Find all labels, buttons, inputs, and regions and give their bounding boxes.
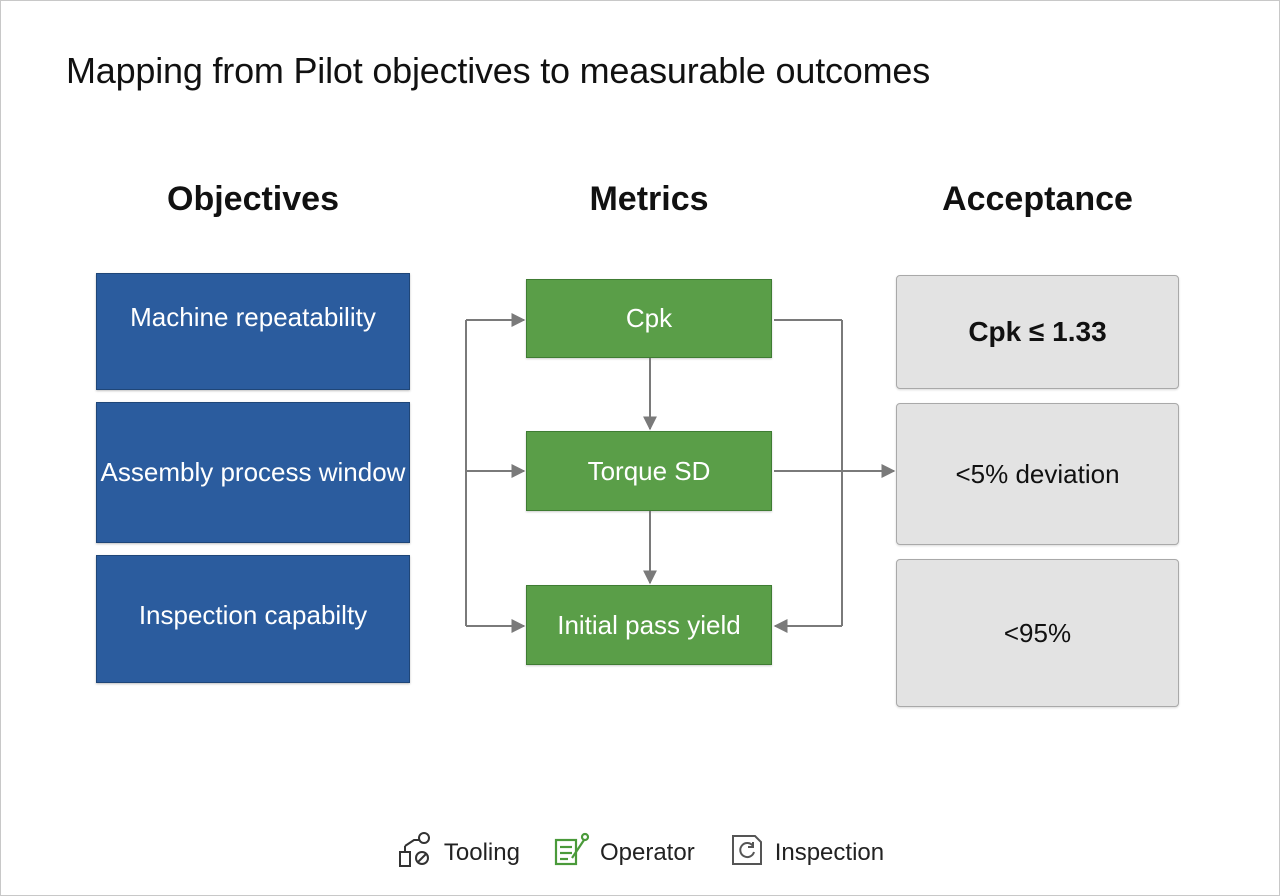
acceptance-header: Acceptance <box>942 180 1133 218</box>
acceptance-label: <5% deviation <box>955 458 1120 489</box>
acceptance-yield: <95% <box>896 559 1179 707</box>
metric-cpk: Cpk <box>526 279 772 358</box>
metric-label: Initial pass yield <box>557 609 741 640</box>
objective-label: Assembly process window <box>100 457 406 487</box>
diagram-title: Mapping from Pilot objectives to measura… <box>66 50 931 91</box>
legend-item-operator: Operator <box>552 830 695 875</box>
acceptance-cpk: Cpk ≤ 1.33 <box>896 275 1179 389</box>
acceptance-label: Cpk ≤ 1.33 <box>968 316 1107 347</box>
legend-item-inspection: Inspection <box>727 830 884 875</box>
metric-label: Cpk <box>625 303 673 333</box>
objectives-header: Objectives <box>167 180 339 218</box>
metric-label: Torque SD <box>587 455 711 486</box>
metric-torque-sd: Torque SD <box>526 431 772 511</box>
acceptance-deviation: <5% deviation <box>896 403 1179 545</box>
objective-label: Machine repeatability <box>130 302 376 332</box>
legend-item-tooling: Tooling <box>396 830 520 875</box>
tooling-icon <box>396 830 436 875</box>
legend-label: Inspection <box>774 838 885 866</box>
legend: Tooling Operator <box>0 830 1280 875</box>
objective-inspection-capability: Inspection capabilty <box>96 555 410 683</box>
objective-label: Inspection capabilty <box>138 599 368 630</box>
objective-machine-repeatability: Machine repeatability <box>96 273 410 390</box>
legend-label: Tooling <box>443 838 520 866</box>
metric-initial-pass-yield: Initial pass yield <box>526 585 772 665</box>
acceptance-label: <95% <box>1003 617 1072 648</box>
operator-icon <box>552 830 592 875</box>
metrics-header: Metrics <box>589 180 709 218</box>
inspection-icon <box>727 830 767 875</box>
objective-assembly-process-window: Assembly process window <box>96 402 410 543</box>
legend-label: Operator <box>599 838 695 866</box>
